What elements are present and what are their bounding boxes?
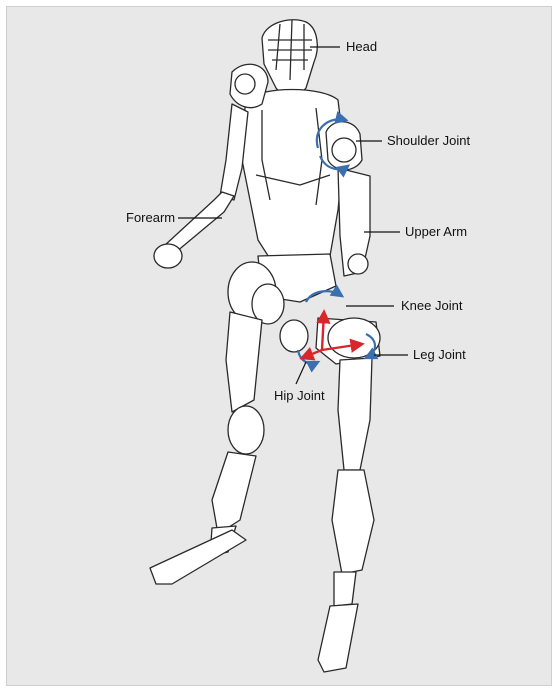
left-hand xyxy=(154,244,182,268)
label-leg-joint: Leg Joint xyxy=(413,347,466,362)
left-foot xyxy=(150,530,246,584)
label-knee-joint: Knee Joint xyxy=(401,298,463,313)
right-shin-upper xyxy=(338,358,372,470)
robot-head xyxy=(262,20,317,94)
axis-arrow-down-left xyxy=(302,350,322,358)
label-hip-joint: Hip Joint xyxy=(274,388,325,403)
right-ankle xyxy=(334,572,356,606)
label-upper-arm: Upper Arm xyxy=(405,224,467,239)
left-hip-actuator-inner xyxy=(252,284,284,324)
right-hip-hand xyxy=(280,320,308,352)
label-head: Head xyxy=(346,39,377,54)
left-upper-arm xyxy=(220,104,248,200)
right-elbow xyxy=(348,254,368,274)
right-shin-lower xyxy=(332,470,374,574)
left-shin xyxy=(212,452,256,534)
label-forearm: Forearm xyxy=(126,210,175,225)
left-shoulder-gear xyxy=(235,74,255,94)
left-thigh xyxy=(226,312,262,412)
left-knee xyxy=(228,406,264,454)
right-foot xyxy=(318,604,358,672)
right-shoulder-gear xyxy=(332,138,356,162)
label-shoulder-joint: Shoulder Joint xyxy=(387,133,470,148)
hip-leader xyxy=(296,362,306,384)
